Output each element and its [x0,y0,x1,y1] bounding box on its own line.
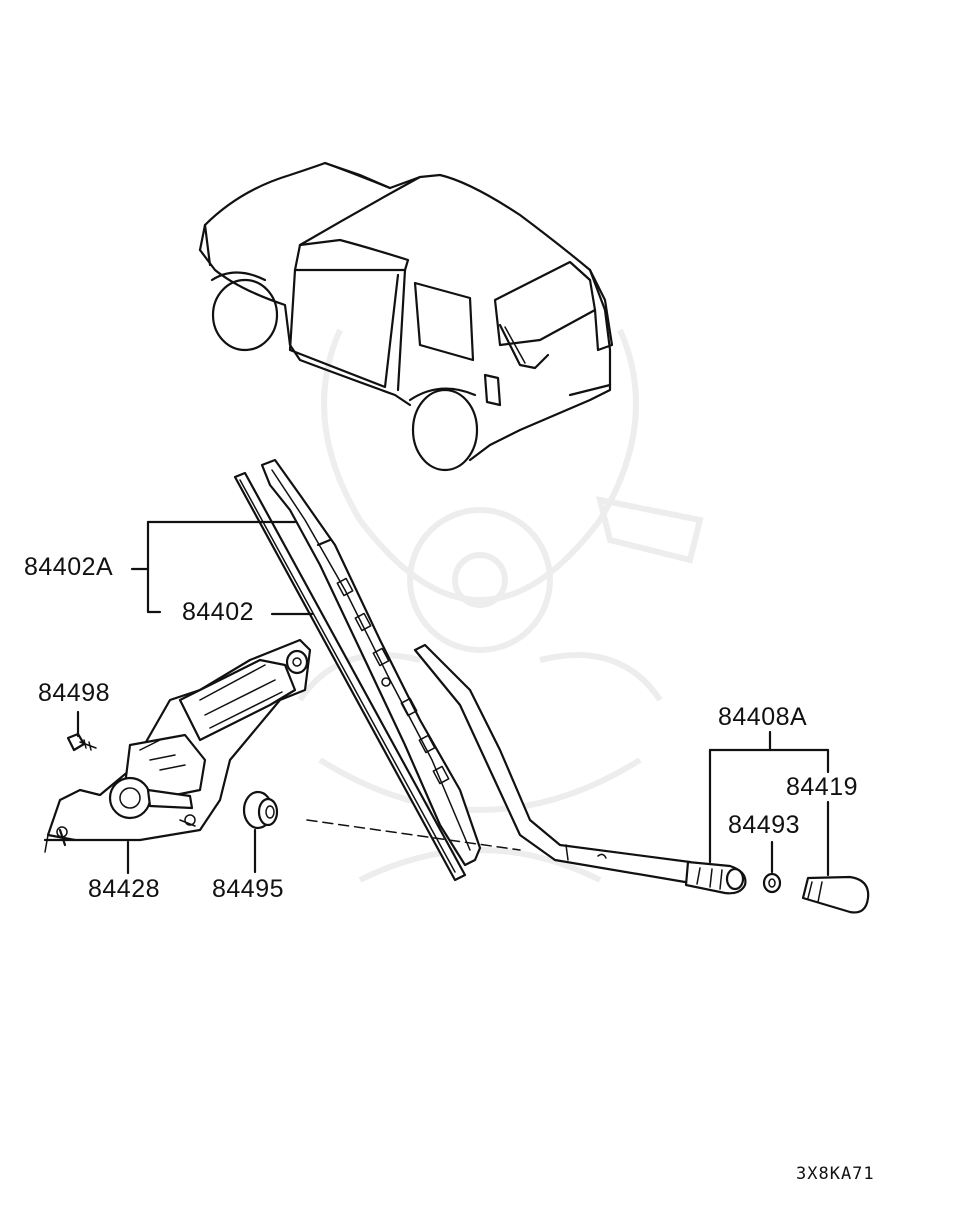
nut-84493 [762,872,782,894]
wiper-motor [43,638,312,853]
watermark-crest [297,328,704,883]
vehicle-illustration [198,161,614,472]
label-84402A: 84402A [24,553,114,581]
label-84495: 84495 [212,875,285,903]
label-84402: 84402 [182,598,255,626]
blade-clips [336,577,450,785]
label-84428: 84428 [88,875,161,903]
label-84493: 84493 [728,811,801,839]
assembly-axis-line [306,819,521,851]
leader-lines [76,520,830,877]
wiper-blade [233,458,482,882]
wiper-arm [413,643,747,895]
cap-84419 [801,875,870,914]
grommet-84495 [242,790,279,830]
bolt-84498 [66,732,97,752]
label-84419: 84419 [786,773,859,801]
diagram-code: 3X8KA71 [796,1164,875,1184]
label-84498: 84498 [38,679,111,707]
label-84408A: 84408A [718,703,808,731]
